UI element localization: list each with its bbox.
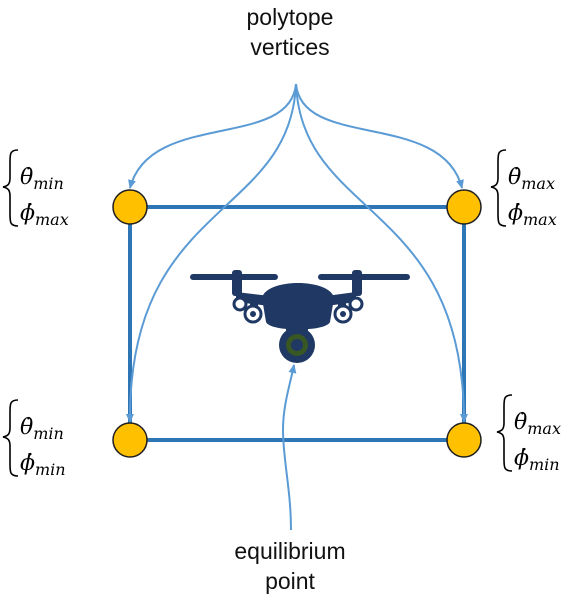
label-bottom-left-phi: ϕ̇min <box>20 451 66 479</box>
braces <box>2 149 513 477</box>
vertex-bottom-right <box>446 422 482 458</box>
vertex-arrows <box>125 83 468 531</box>
label-bottom-right-phi: ϕ̇min <box>514 446 560 474</box>
bottom-label-line2: point <box>265 568 315 594</box>
drone-icon <box>190 270 410 363</box>
top-label-line2: vertices <box>250 34 330 60</box>
arrow-to-top-right <box>295 83 464 189</box>
label-top-right-theta: θ̇max <box>508 165 555 193</box>
label-bottom-right-theta: θ̇max <box>514 410 561 438</box>
label-top-right-phi: ϕ̇max <box>508 201 557 229</box>
bottom-label-line1: equilibrium <box>234 538 346 564</box>
brace-bottom-left <box>2 399 19 477</box>
brace-top-right <box>490 149 507 227</box>
arrow-to-bottom-right <box>295 83 468 423</box>
polytope-vertices-label: polytope vertices <box>190 2 390 62</box>
vertex-bottom-left <box>112 422 148 458</box>
arrow-to-top-left <box>128 83 297 189</box>
label-bottom-left-theta: θ̇min <box>20 415 64 443</box>
vertex-nodes <box>112 189 482 458</box>
label-top-left-theta: θ̇min <box>20 165 64 193</box>
brace-bottom-right <box>496 394 513 472</box>
arrow-to-bottom-left <box>125 83 297 423</box>
brace-top-left <box>2 149 19 227</box>
label-top-left-phi: ϕ̇max <box>20 201 69 229</box>
top-label-line1: polytope <box>246 4 334 30</box>
vertex-top-left <box>112 189 148 225</box>
equilibrium-point-label: equilibrium point <box>190 536 390 596</box>
arrow-to-equilibrium <box>281 364 297 531</box>
vertex-top-right <box>446 189 482 225</box>
vertex-labels: θ̇min ϕ̇max θ̇max ϕ̇max θ̇min ϕ̇min θ̇ma… <box>20 165 561 479</box>
